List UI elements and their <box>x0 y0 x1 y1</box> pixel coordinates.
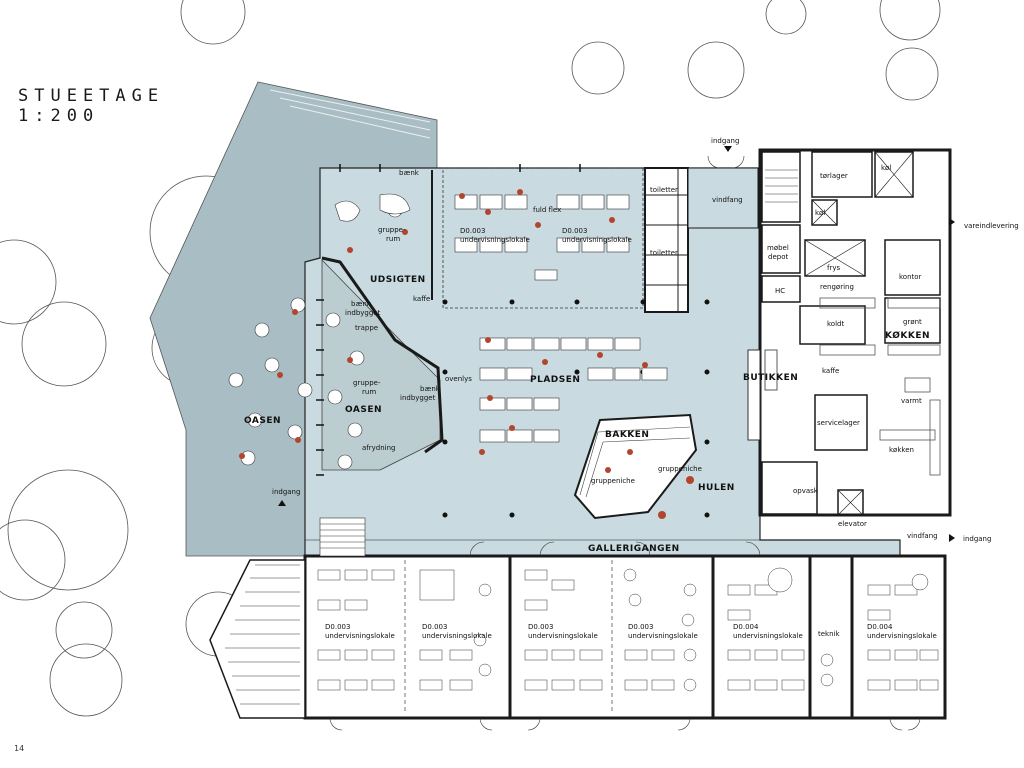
label-d003-top2b: undervisningslokale <box>562 236 632 244</box>
label-gallerigangen: GALLERIGANGEN <box>588 544 680 554</box>
label-kontor: kontor <box>899 273 922 281</box>
label-gruppe-rum-2b: rum <box>362 388 376 396</box>
label-opvask: opvask <box>793 487 819 495</box>
label-kaffe-2: kaffe <box>822 367 839 375</box>
label-teknik: teknik <box>818 630 840 638</box>
label-koekken: KØKKEN <box>885 330 930 341</box>
bakken-platform <box>573 413 698 520</box>
bottom-classroom-furniture <box>317 567 939 692</box>
label-gruppeniche-1: gruppeniche <box>591 477 635 485</box>
pladsen-tables <box>479 337 668 443</box>
label-d003-top1b: undervisningslokale <box>460 236 530 244</box>
oasen-round-tables <box>228 202 403 470</box>
label-indgang-top: indgang <box>711 137 739 145</box>
label-baenk-indbygget-1b: indbygget <box>345 309 381 317</box>
label-gruppe-rum-2a: gruppe- <box>353 379 381 387</box>
label-d003-top1a: D0.003 <box>460 227 485 235</box>
label-fuld-flex: fuld flex <box>533 206 561 214</box>
label-udsigten: UDSIGTEN <box>370 275 426 285</box>
label-toiletter-1: toiletter <box>650 186 678 194</box>
label-baenk-indbygget-1a: bænk <box>351 300 372 308</box>
columns <box>442 299 710 518</box>
drawing-title-line1: STUEETAGE <box>18 86 165 106</box>
classroom-top-tables <box>454 194 630 281</box>
label-koekken-small: køkken <box>889 446 914 454</box>
label-rengoering: rengøring <box>820 283 854 291</box>
label-oasen: OASEN <box>244 416 281 426</box>
label-gruppe-rum-1b: rum <box>386 235 400 243</box>
page-number: 14 <box>14 744 25 753</box>
label-room-b2a: D0.003 <box>422 623 447 631</box>
label-moebel-a: møbel <box>767 244 789 252</box>
label-indgang-left: indgang <box>272 488 300 496</box>
label-ovenlys: ovenlys <box>445 375 472 383</box>
label-d003-top2a: D0.003 <box>562 227 587 235</box>
label-hulen: HULEN <box>698 483 735 493</box>
label-room-b1a: D0.003 <box>325 623 350 631</box>
accent-dots <box>239 189 694 519</box>
label-groent: grønt <box>903 318 922 326</box>
label-gruppe-rum-1a: gruppe- <box>378 226 406 234</box>
label-kaffe-1: kaffe <box>413 295 430 303</box>
label-room-b4b: undervisningslokale <box>628 632 698 640</box>
label-trappe: trappe <box>355 324 378 332</box>
label-room-b2b: undervisningslokale <box>422 632 492 640</box>
auditorium-fan <box>209 559 306 719</box>
label-varmt: varmt <box>901 397 922 405</box>
label-room-b1b: undervisningslokale <box>325 632 395 640</box>
label-butikken: BUTIKKEN <box>743 373 798 383</box>
bottom-classroom-band <box>303 554 947 720</box>
drawing-scale: 1:200 <box>18 106 100 126</box>
label-servicelager: servicelager <box>817 419 860 427</box>
label-baenk: bænk <box>399 169 420 177</box>
label-room-b4a: D0.003 <box>628 623 653 631</box>
label-koel-2: køl <box>815 209 825 217</box>
label-indgang-right: indgang <box>963 535 991 543</box>
label-toerlager: tørlager <box>820 172 848 180</box>
label-oasen-inner: OASEN <box>345 405 382 415</box>
label-room-b5a: D0.004 <box>733 623 759 631</box>
label-koel-1: køl <box>881 164 891 172</box>
label-frys: frys <box>827 264 840 272</box>
label-vindfang-1: vindfang <box>712 196 743 204</box>
label-elevator: elevator <box>838 520 867 528</box>
label-pladsen: PLADSEN <box>530 375 580 385</box>
label-room-b3a: D0.003 <box>528 623 553 631</box>
label-bakken: BAKKEN <box>605 430 649 440</box>
label-hc: HC <box>775 287 785 295</box>
label-toiletter-2: toiletter <box>650 249 678 257</box>
main-stair <box>319 517 366 557</box>
label-baenk-indbygget-2a: bænk <box>420 385 441 393</box>
label-room-b6a: D0.004 <box>867 623 893 631</box>
label-vindfang-2: vindfang <box>907 532 938 540</box>
label-afrydning: afrydning <box>362 444 395 452</box>
label-vareindlevering: vareindlevering <box>964 222 1019 230</box>
label-room-b6b: undervisningslokale <box>867 632 937 640</box>
label-room-b5b: undervisningslokale <box>733 632 803 640</box>
label-moebel-b: depot <box>768 253 788 261</box>
label-room-b3b: undervisningslokale <box>528 632 598 640</box>
label-baenk-indbygget-2b: indbygget <box>400 394 436 402</box>
label-koldt: koldt <box>827 320 844 328</box>
label-gruppeniche-2: gruppeniche <box>658 465 702 473</box>
